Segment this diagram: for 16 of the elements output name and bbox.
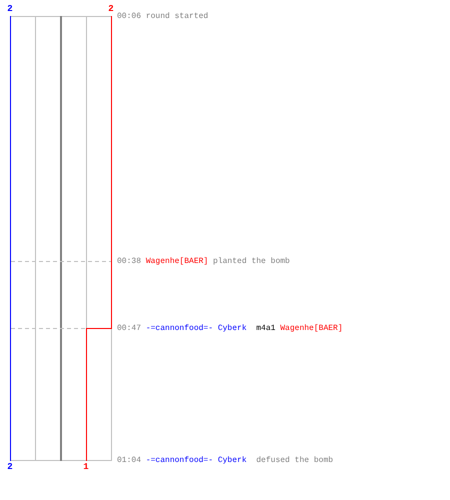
player-name: Wagenhe[BAER] <box>146 256 208 266</box>
timestamp: 01:04 <box>117 456 142 464</box>
event-text: planted the bomb <box>213 256 290 266</box>
timestamp: 00:38 <box>117 256 142 266</box>
player-count: 2 <box>7 4 13 14</box>
weapon-name: m4a1 <box>256 324 276 332</box>
event-text: defused the bomb <box>256 456 334 464</box>
player-name: Wagenhe[BAER] <box>280 324 343 332</box>
event-text: round started <box>146 12 208 20</box>
timestamp: 00:06 <box>117 12 142 20</box>
timestamp: 00:47 <box>117 324 142 332</box>
player-name: -=cannonfood=- Cyberk <box>146 324 247 332</box>
player-count: 2 <box>7 462 13 472</box>
player-count: 1 <box>83 462 89 472</box>
player-count: 2 <box>108 4 114 14</box>
player-name: -=cannonfood=- Cyberk <box>146 456 247 464</box>
